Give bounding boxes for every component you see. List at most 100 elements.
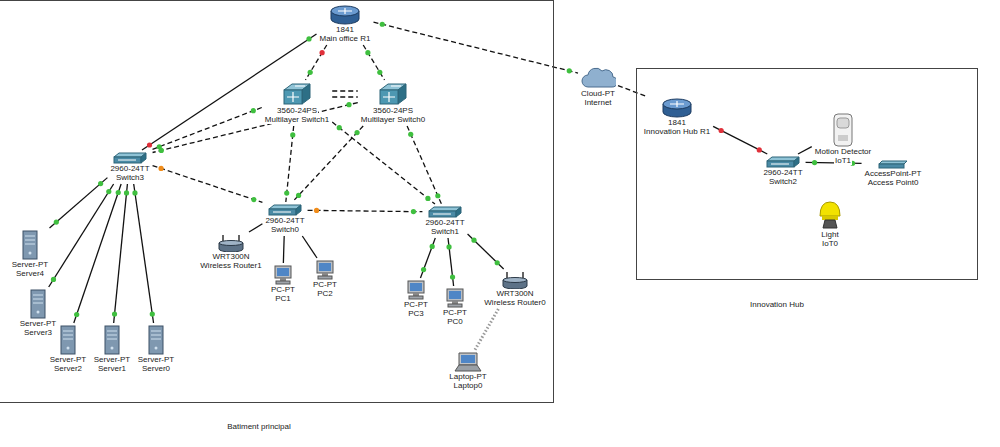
link-line <box>134 184 154 323</box>
port-status-dot <box>74 312 79 317</box>
device-label: 2960-24TT <box>424 218 465 227</box>
link-line <box>332 96 358 97</box>
device-node: 1841Main office R1 <box>319 5 372 43</box>
network-link <box>153 166 263 203</box>
device-label: Wireless Router0 <box>483 298 546 307</box>
device-label: Server-PT <box>49 355 87 364</box>
port-status-dot <box>430 244 435 249</box>
device-label: Cloud-PT <box>580 89 616 98</box>
port-status-dot <box>425 196 430 201</box>
device-node: AccessPoint-PTAccess Point0 <box>864 160 923 187</box>
port-status-dot <box>284 190 289 195</box>
link-line <box>407 126 441 204</box>
device-node: Laptop-PTLaptop0 <box>448 352 487 390</box>
link-line <box>306 45 327 80</box>
port-status-dot <box>567 68 572 73</box>
device-node: 2960-24TTSwitch1 <box>424 206 465 236</box>
port-status-dot <box>306 36 311 41</box>
link-line <box>114 184 128 323</box>
device-node: Server-PTServer1 <box>93 325 131 373</box>
device-label: 2960-24TT <box>762 168 803 177</box>
link-line <box>468 234 504 269</box>
server-icon <box>30 289 46 319</box>
wrt-icon <box>502 271 528 289</box>
zone-label: Batiment principal <box>226 422 292 431</box>
device-node: 2960-24TTSwitch3 <box>109 152 150 182</box>
server-icon <box>60 325 76 355</box>
device-label: PC2 <box>316 289 334 298</box>
link-line <box>332 122 435 204</box>
port-status-dot <box>124 190 129 195</box>
network-link <box>308 208 423 214</box>
port-status-dot <box>296 193 301 198</box>
port-status-dot <box>346 102 351 107</box>
port-status-dot <box>132 190 137 195</box>
pc-icon <box>316 260 334 280</box>
device-label: Switch2 <box>768 177 798 186</box>
link-line <box>302 236 317 258</box>
link-line <box>142 34 316 150</box>
port-status-dot <box>251 197 256 202</box>
device-label: Wireless Router1 <box>199 261 262 270</box>
link-line <box>798 147 812 154</box>
sw-icon <box>428 206 462 218</box>
device-label: PC0 <box>446 317 464 326</box>
network-link <box>363 45 384 80</box>
device-label: Internet <box>583 98 612 107</box>
link-line <box>363 45 384 80</box>
network-link <box>283 236 285 263</box>
device-label: Main office R1 <box>319 34 372 43</box>
network-link <box>249 224 262 232</box>
device-label: Server2 <box>53 364 83 373</box>
network-link <box>284 126 295 202</box>
device-label: 1841 <box>335 25 355 34</box>
device-label: Access Point0 <box>867 178 920 187</box>
port-status-dot <box>757 147 762 152</box>
device-label: 3560-24PS <box>372 106 414 115</box>
device-node: 2960-24TTSwitch2 <box>762 156 803 186</box>
device-label: 2960-24TT <box>264 216 305 225</box>
device-node: Cloud-PTInternet <box>580 67 616 107</box>
device-node: Server-PTServer0 <box>137 325 175 373</box>
device-label: Switch1 <box>430 227 460 236</box>
port-status-dot <box>365 50 370 55</box>
network-link <box>302 236 317 258</box>
device-node: 1841Innovation Hub R1 <box>643 98 711 136</box>
device-node: Motion DetectorIoT1 <box>814 113 872 165</box>
port-status-dot <box>147 142 152 147</box>
port-status-dot <box>159 148 164 153</box>
device-label: Switch3 <box>115 173 145 182</box>
network-link <box>420 238 435 278</box>
device-label: 1841 <box>667 118 687 127</box>
network-link <box>374 22 579 74</box>
port-status-dot <box>106 189 111 194</box>
link-line <box>475 309 499 350</box>
device-label: Server3 <box>23 328 53 337</box>
router-icon <box>662 98 692 118</box>
device-label: Server4 <box>15 269 45 278</box>
device-node: PC-PTPC0 <box>442 288 468 326</box>
device-label: PC3 <box>407 309 425 318</box>
zone-label: Innovation Hub <box>749 300 805 309</box>
link-line <box>249 224 262 232</box>
device-label: Server-PT <box>137 355 175 364</box>
sw-icon <box>766 156 800 168</box>
port-status-dot <box>116 190 121 195</box>
device-label: Server-PT <box>93 355 131 364</box>
port-status-dot <box>314 208 319 213</box>
port-status-dot <box>495 260 500 265</box>
device-label: Server0 <box>141 364 171 373</box>
pc-icon <box>446 288 464 308</box>
port-status-dot <box>251 108 256 113</box>
port-status-dot <box>421 267 426 272</box>
router-icon <box>330 5 360 25</box>
network-link <box>50 178 108 228</box>
server-icon <box>22 230 38 260</box>
device-label: Multilayer Switch1 <box>264 115 330 124</box>
port-status-dot <box>719 128 724 133</box>
port-status-dot <box>411 209 416 214</box>
device-node: WRT300NWireless Router1 <box>199 234 262 270</box>
port-status-dot <box>290 132 295 137</box>
device-label: Server-PT <box>19 319 57 328</box>
device-node: Server-PTServer3 <box>19 289 57 337</box>
